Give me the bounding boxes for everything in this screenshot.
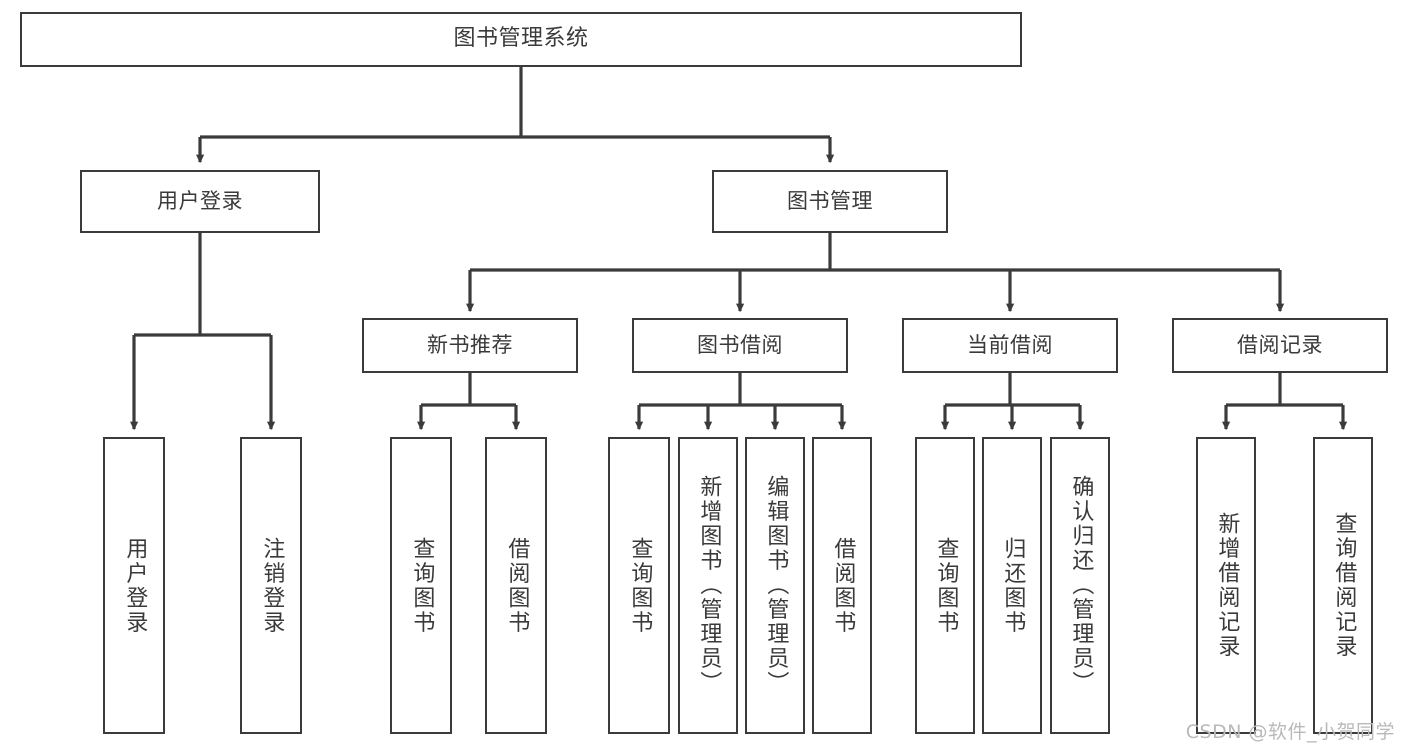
- node-borrow-record-label: 借阅记录: [1237, 332, 1323, 357]
- node-leaf-user-login-label: 用户登录: [122, 536, 148, 635]
- node-new-book-recommend-label: 新书推荐: [427, 332, 513, 357]
- node-leaf-borrow-book-2[interactable]: 借阅图书: [812, 437, 872, 734]
- node-book-borrow[interactable]: 图书借阅: [632, 318, 848, 373]
- node-borrow-record[interactable]: 借阅记录: [1172, 318, 1388, 373]
- node-root-label: 图书管理系统: [453, 26, 589, 52]
- node-current-borrow[interactable]: 当前借阅: [902, 318, 1118, 373]
- node-leaf-query-book-2[interactable]: 查询图书: [608, 437, 670, 734]
- node-leaf-add-record-label: 新增借阅记录: [1214, 512, 1240, 659]
- node-leaf-user-logout[interactable]: 注销登录: [240, 437, 302, 734]
- node-leaf-edit-book-label: 编辑图书（管理员）: [763, 475, 789, 696]
- node-leaf-confirm-return[interactable]: 确认归还（管理员）: [1050, 437, 1110, 734]
- node-leaf-return-book[interactable]: 归还图书: [982, 437, 1042, 734]
- node-leaf-query-book-3[interactable]: 查询图书: [915, 437, 975, 734]
- node-leaf-query-record[interactable]: 查询借阅记录: [1313, 437, 1373, 734]
- node-book-borrow-label: 图书借阅: [697, 332, 783, 357]
- node-leaf-user-login[interactable]: 用户登录: [103, 437, 165, 734]
- node-new-book-recommend[interactable]: 新书推荐: [362, 318, 578, 373]
- node-current-borrow-label: 当前借阅: [967, 332, 1053, 357]
- watermark-text: CSDN @软件_小贺同学: [1185, 721, 1395, 743]
- node-leaf-query-book-3-label: 查询图书: [933, 536, 959, 635]
- node-root[interactable]: 图书管理系统: [20, 12, 1022, 67]
- node-leaf-add-record[interactable]: 新增借阅记录: [1196, 437, 1256, 734]
- node-book-manage[interactable]: 图书管理: [712, 170, 948, 233]
- node-leaf-user-logout-label: 注销登录: [259, 536, 285, 635]
- node-leaf-borrow-book-2-label: 借阅图书: [830, 536, 856, 635]
- node-leaf-borrow-book-1-label: 借阅图书: [504, 536, 530, 635]
- node-leaf-query-record-label: 查询借阅记录: [1331, 512, 1357, 659]
- node-user-login[interactable]: 用户登录: [80, 170, 320, 233]
- node-book-manage-label: 图书管理: [787, 188, 873, 213]
- node-leaf-query-book-2-label: 查询图书: [627, 536, 653, 635]
- node-leaf-borrow-book-1[interactable]: 借阅图书: [485, 437, 547, 734]
- node-user-login-label: 用户登录: [157, 188, 243, 213]
- node-leaf-add-book[interactable]: 新增图书（管理员）: [678, 437, 738, 734]
- node-leaf-return-book-label: 归还图书: [1000, 536, 1026, 635]
- node-leaf-query-book-1[interactable]: 查询图书: [390, 437, 452, 734]
- node-leaf-edit-book[interactable]: 编辑图书（管理员）: [745, 437, 805, 734]
- node-leaf-query-book-1-label: 查询图书: [409, 536, 435, 635]
- node-leaf-confirm-return-label: 确认归还（管理员）: [1068, 475, 1094, 696]
- node-leaf-add-book-label: 新增图书（管理员）: [696, 475, 722, 696]
